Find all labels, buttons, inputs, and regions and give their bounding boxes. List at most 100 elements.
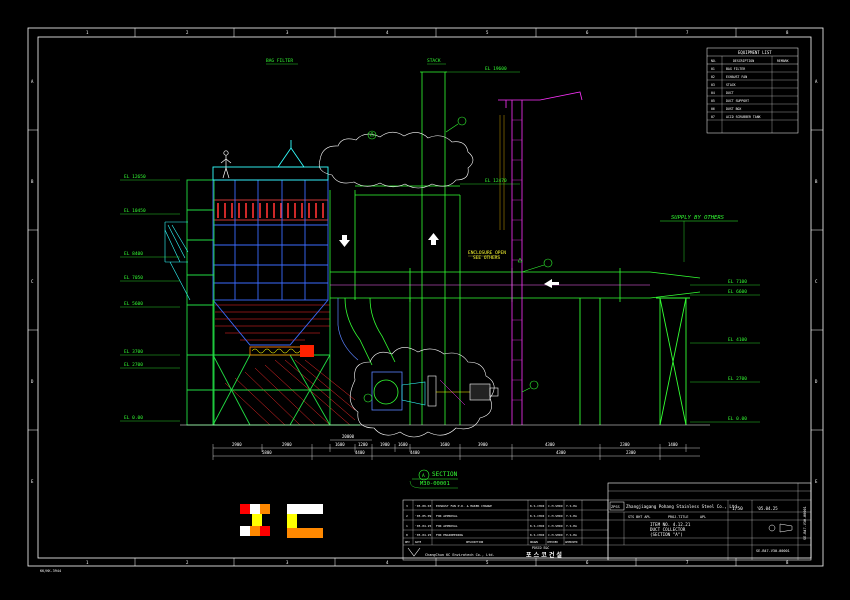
svg-text:5: 5 [486, 30, 489, 35]
svg-text:EL 0.00: EL 0.00 [124, 415, 143, 421]
svg-text:Y.S.HA: Y.S.HA [566, 533, 577, 537]
bag-filter-structure[interactable] [164, 140, 360, 426]
svg-text:EL 6600: EL 6600 [728, 289, 747, 295]
svg-text:C: C [31, 279, 34, 284]
left-elevation-tags: EL 12650 EL 10450 EL 8400 EL 7050 EL 560… [120, 174, 180, 422]
svg-text:FOR APPROVAL: FOR APPROVAL [436, 524, 458, 528]
stack[interactable] [409, 71, 461, 425]
svg-text:4400: 4400 [410, 450, 420, 455]
svg-text:4300: 4300 [545, 442, 555, 447]
svg-text:01: 01 [711, 67, 715, 71]
row-labels-left: A B C D E [31, 79, 34, 484]
revision-table: 3 '05.09.03 EXHAUST FAN P.D. & MAKER CHA… [402, 499, 609, 561]
area-name: APL [700, 515, 706, 519]
svg-text:2: 2 [186, 30, 189, 35]
svg-text:1900: 1900 [380, 442, 390, 447]
magenta-tower[interactable] [498, 91, 583, 425]
person-figure-icon [220, 150, 232, 179]
svg-text:4300: 4300 [556, 450, 566, 455]
svg-text:STACK: STACK [726, 83, 736, 87]
svg-text:C: C [815, 279, 818, 284]
svg-text:EL 7050: EL 7050 [124, 275, 143, 281]
kc-color-stamp [240, 504, 323, 538]
item-name: DUCT COLLECTOR [650, 527, 686, 532]
right-elevation-tags: EL 7100 EL 6600 EL 4100 EL 2700 EL 0.00 [690, 279, 760, 423]
svg-text:DESCRIPTION: DESCRIPTION [466, 540, 484, 544]
section-title: A SECTION M30-00001 [409, 469, 458, 489]
svg-text:1600: 1600 [335, 442, 345, 447]
stack-label: STACK [427, 58, 441, 64]
svg-text:DUCT SUPPORT: DUCT SUPPORT [726, 99, 749, 103]
svg-text:K.S.CHOI: K.S.CHOI [530, 524, 545, 528]
fan-inlet-duct [337, 298, 359, 361]
svg-text:A: A [422, 473, 425, 479]
corner-note: KK/KK-3944 [40, 569, 61, 573]
flow-arrows [339, 233, 559, 288]
callout-bubbles [363, 116, 553, 403]
posco-ec-korean: 포 스 코 건 설 [526, 551, 562, 559]
svg-text:EL 2700: EL 2700 [728, 376, 747, 382]
svg-text:ZPSS: ZPSS [611, 505, 620, 509]
svg-text:1600: 1600 [440, 442, 450, 447]
svg-text:1600: 1600 [398, 442, 408, 447]
exhaust-fan[interactable] [371, 371, 499, 411]
svg-text:4: 4 [386, 30, 389, 35]
client-name: Zhangjiagang Pohang Stainless Steel Co.,… [626, 504, 739, 509]
svg-text:2: 2 [186, 560, 189, 565]
enclosure-open-label: ENCLOSURE OPEN [468, 250, 506, 256]
revision-cloud-top [318, 131, 474, 189]
title-block: ZPSS Zhangjiagang Pohang Stainless Steel… [607, 482, 812, 561]
dimension-text-totals: 5800 4400 4300 2300 [262, 442, 630, 455]
svg-text:3: 3 [286, 560, 289, 565]
kc-logo-icon [407, 547, 421, 557]
duct-support-frame[interactable] [579, 297, 690, 426]
svg-text:1: 1 [406, 524, 408, 528]
svg-text:7: 7 [686, 560, 689, 565]
svg-text:2300: 2300 [626, 450, 636, 455]
svg-text:1200: 1200 [358, 442, 368, 447]
dimension-text-bottom: 2900 2900 1600 4400 1200 1600 4300 2300 … [232, 442, 678, 455]
svg-text:K.S.CHOI: K.S.CHOI [530, 504, 545, 508]
project-title: PROJ.TITLE [668, 515, 688, 519]
dimension-text-top: 20000 1900 1600 3900 [342, 434, 488, 447]
svg-text:EL 3700: EL 3700 [124, 349, 143, 355]
svg-text:D: D [31, 379, 34, 384]
svg-text:'05.09.03: '05.09.03 [415, 504, 431, 508]
scale-value: 1/50 [732, 506, 743, 512]
svg-text:Y.S.HA: Y.S.HA [566, 524, 577, 528]
svg-text:EL 19600: EL 19600 [485, 66, 507, 72]
svg-text:4400: 4400 [355, 450, 365, 455]
plant-name: STS BHT APL [628, 515, 650, 519]
svg-text:2300: 2300 [620, 442, 630, 447]
svg-text:EL 2700: EL 2700 [124, 362, 143, 368]
svg-text:04: 04 [711, 91, 715, 95]
svg-text:M30-00001: M30-00001 [420, 481, 450, 487]
svg-text:3900: 3900 [478, 442, 488, 447]
frame-ticks [28, 28, 823, 566]
contractor-name: ChangChun KC Envirotech Co., Ltd. [425, 553, 495, 557]
svg-text:4: 4 [386, 560, 389, 565]
svg-text:FOR APPROVAL: FOR APPROVAL [436, 514, 458, 518]
svg-text:ACID SCRUBBER TANK: ACID SCRUBBER TANK [726, 115, 761, 119]
tower-scaffold [499, 115, 505, 230]
projection-symbol-icon [768, 523, 793, 533]
svg-text:E: E [815, 479, 818, 484]
svg-text:APPROVED: APPROVED [565, 540, 578, 544]
svg-text:2900: 2900 [232, 442, 242, 447]
svg-text:EQUIPMENT LIST: EQUIPMENT LIST [738, 50, 772, 55]
svg-text:DUST BOX: DUST BOX [726, 107, 741, 111]
svg-text:5800: 5800 [262, 450, 272, 455]
main-duct[interactable] [329, 185, 701, 366]
svg-text:BAG FILTER: BAG FILTER [726, 67, 745, 71]
tower-ladder [512, 119, 522, 401]
svg-text:E: E [31, 479, 34, 484]
svg-text:8: 8 [786, 30, 789, 35]
svg-text:06: 06 [711, 107, 715, 111]
svg-text:A: A [815, 79, 818, 84]
svg-text:02: 02 [711, 75, 715, 79]
posco-ec-name: POSCO E&C [532, 546, 549, 550]
svg-text:3: 3 [286, 30, 289, 35]
svg-text:EL 10450: EL 10450 [124, 208, 146, 214]
level-marks [369, 131, 523, 263]
